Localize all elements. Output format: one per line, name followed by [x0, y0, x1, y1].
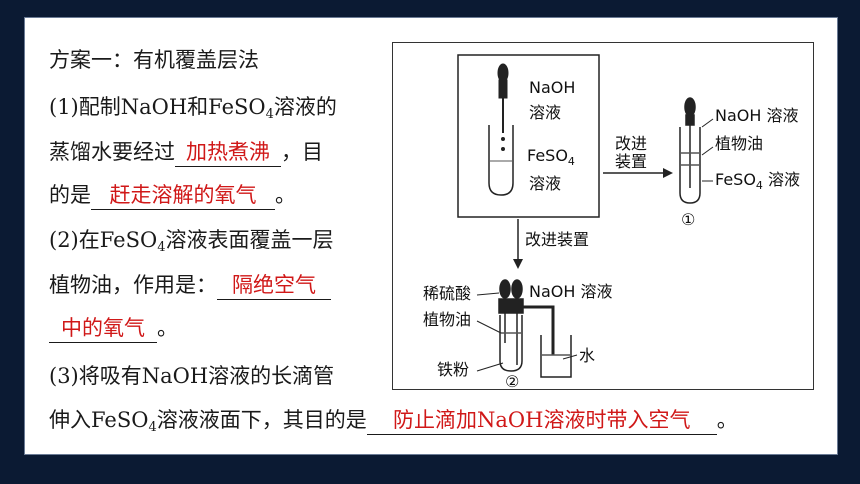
slide: 方案一：有机覆盖层法 (1)配制NaOH和FeSO4溶液的 蒸馏水要经过加热煮沸… — [24, 17, 838, 455]
label-oil-r: 植物油 — [715, 134, 763, 153]
q2-line2: 植物油，作用是：隔绝空气 — [49, 271, 331, 300]
label-naoh-solution-2: NaOH 溶液 — [529, 282, 613, 301]
dropper — [497, 63, 509, 133]
original-setup-frame — [457, 54, 600, 218]
answer-blank: 防止滴加NaOH溶液时带入空气 — [366, 406, 717, 435]
label-iron-powder: 铁粉 — [437, 360, 469, 379]
scheme-title: 方案一：有机覆盖层法 — [49, 48, 259, 72]
label-solution2: 溶液 — [529, 174, 561, 193]
label-naoh: NaOH — [529, 78, 575, 97]
label-naoh-solution-r: NaOH 溶液 — [715, 106, 799, 125]
apparatus-2 — [498, 279, 572, 378]
q2-line3: 中的氧气。 — [49, 314, 178, 343]
answer-blank: 赶走溶解的氧气 — [91, 181, 275, 210]
answer-blank: 隔绝空气 — [217, 271, 331, 300]
q3-line1: (3)将吸有NaOH溶液的长滴管 — [49, 364, 335, 388]
test-tube — [488, 125, 514, 196]
label-feso4-r: FeSO4 溶液 — [715, 170, 800, 192]
q2-line1: (2)在FeSO4溶液表面覆盖一层 — [49, 228, 334, 255]
q1-line3: 的是赶走溶解的氧气。 — [49, 181, 296, 210]
label-num1: ① — [681, 210, 695, 229]
improved-tube-1 — [679, 97, 701, 204]
label-solution: 溶液 — [529, 103, 561, 122]
q1-line2: 蒸馏水要经过加热煮沸，目 — [49, 138, 323, 167]
label-feso4: FeSO4 — [527, 146, 575, 168]
label-device: 装置 — [615, 152, 647, 171]
label-oil-2: 植物油 — [423, 310, 471, 329]
label-improved-device: 改进装置 — [525, 230, 589, 249]
apparatus-drawing: NaOH 溶液 FeSO4 溶液 改进 装置 NaOH 溶液 植物油 — [423, 54, 800, 389]
label-water: 水 — [579, 346, 595, 365]
label-dilute-acid: 稀硫酸 — [423, 284, 471, 303]
q3-line2: 伸入FeSO4溶液液面下，其目的是防止滴加NaOH溶液时带入空气。 — [49, 406, 738, 435]
q1-line1: (1)配制NaOH和FeSO4溶液的 — [49, 95, 337, 122]
label-num2: ② — [505, 372, 519, 389]
answer-blank: 中的氧气 — [49, 314, 157, 343]
label-improve: 改进 — [615, 134, 647, 153]
answer-blank: 加热煮沸 — [175, 138, 281, 167]
apparatus-figure: NaOH 溶液 FeSO4 溶液 改进 装置 NaOH 溶液 植物油 — [392, 42, 814, 390]
